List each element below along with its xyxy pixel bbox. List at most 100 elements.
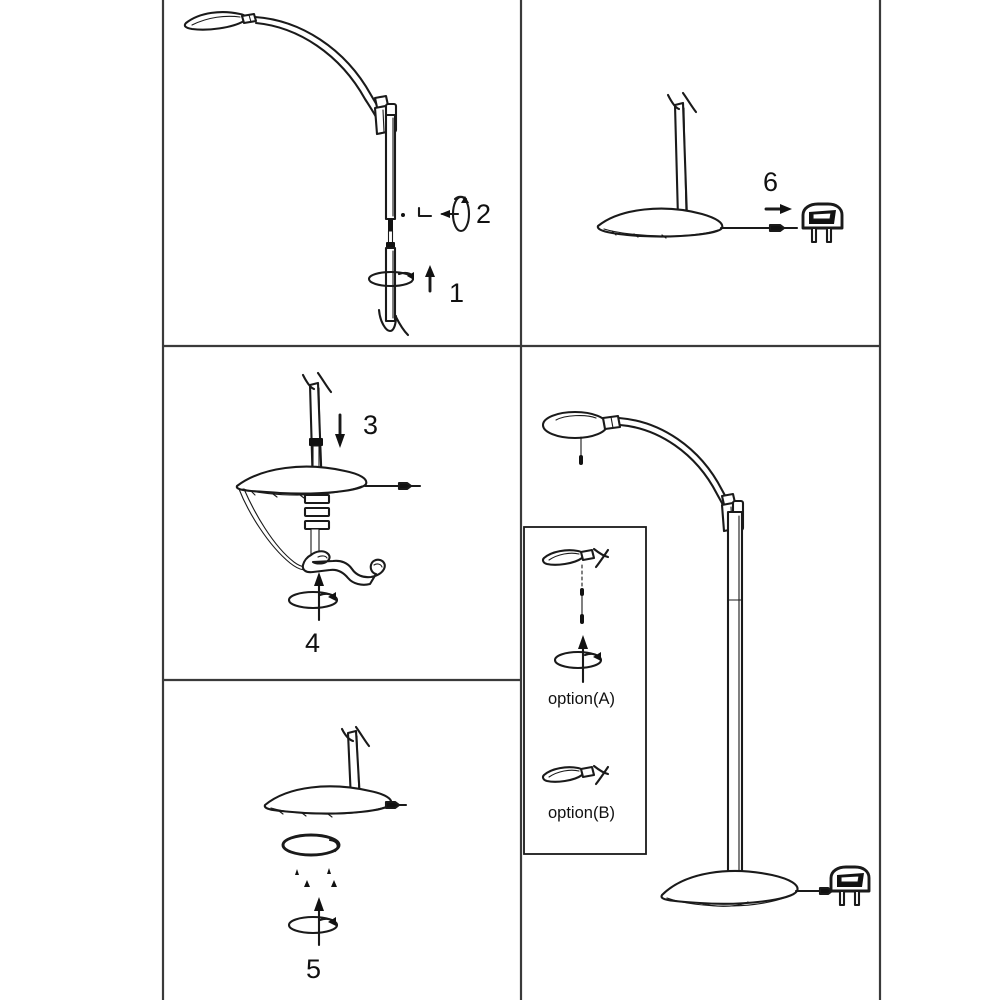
base-3 [235, 465, 368, 499]
step-2-number: 2 [476, 199, 491, 229]
plug-pin-right-6 [825, 226, 833, 244]
option-b-label: option(B) [548, 804, 615, 822]
down-arrow-icon-step3 [335, 413, 345, 448]
adhesive-dot-1 [295, 869, 299, 875]
pole-foot-hook-right [394, 315, 410, 337]
left-arrow-icon [440, 210, 460, 218]
felt-pad-ring-5 [281, 833, 341, 857]
option-a-arm-hook-lower [594, 548, 610, 569]
option-b-arm-hook-upper [592, 764, 610, 776]
pole-top-hook-right-5 [354, 725, 371, 748]
rotation-arrow-head-step1 [407, 272, 414, 280]
cord-connector-3 [397, 481, 413, 491]
assembled-vertical-pole [726, 510, 744, 886]
mains-plug-icon-6 [801, 202, 844, 244]
option-a-shade-highlight [548, 552, 580, 561]
pole-stub-highlight-5 [356, 735, 360, 798]
felt-pad-ellipse [281, 833, 341, 857]
option-b-arm-hook-lower [594, 765, 610, 786]
pull-switch-knob [579, 455, 583, 465]
pole-collar-3 [309, 438, 323, 446]
adhesive-dot-3 [304, 880, 310, 887]
collar-rib-assembled [610, 416, 614, 429]
wrench-jaw-detail-left [317, 555, 328, 559]
up-arrow-icon-step4 [314, 572, 324, 586]
nut-2 [303, 506, 331, 518]
assembled-lamp-head [541, 410, 622, 465]
step-2-callout: 2 [401, 195, 491, 233]
option-a-collar [579, 548, 596, 562]
joint-seam [382, 109, 385, 133]
option-a-label: option(A) [548, 690, 615, 708]
plug-face-inner-6 [812, 212, 832, 220]
rotation-arrow-head-step5 [328, 917, 336, 926]
options-inset-frame [523, 526, 647, 855]
pole-foot-hook-left [377, 308, 398, 333]
adhesive-dots-5 [295, 868, 337, 887]
wrench-icon [301, 550, 386, 586]
option-b-group: option(B) [541, 764, 615, 822]
pole-stub-highlight-6 [683, 107, 687, 216]
step-5-callout: 5 [287, 897, 339, 984]
step-3-number: 3 [363, 410, 378, 440]
lamp-base-3 [235, 465, 368, 495]
pole-top-hook-right-3 [316, 371, 333, 394]
option-a-group: option(A) [541, 547, 615, 708]
option-a-up-arrow-icon [578, 635, 588, 649]
up-arrow-icon-step1 [425, 265, 435, 293]
cord-connector-5 [384, 800, 401, 810]
cord-connector-assembled [818, 886, 834, 896]
base-underside-ticks-6 [611, 230, 667, 239]
rotation-arrow-icon-step2 [451, 195, 471, 233]
nut-stack-3 [303, 493, 331, 567]
step-4-callout: 4 [287, 572, 339, 658]
option-a-cord-stop-upper [580, 588, 584, 596]
option-a-arm-hook-upper [592, 547, 610, 559]
plug-pin-right-assembled [853, 889, 861, 907]
adhesive-dot-4 [331, 880, 337, 887]
lamp-shade-highlight-assembled [555, 415, 597, 421]
step-1-callout: 1 [367, 265, 464, 308]
plug-pin-left-assembled [838, 889, 846, 907]
step-1-number: 1 [449, 278, 464, 308]
option-a-rotation-arrow-head [593, 652, 601, 661]
lower-pole [377, 246, 410, 337]
option-a-cord-knob [580, 614, 584, 624]
step-3-callout: 3 [335, 410, 378, 448]
base-underside-shadow [699, 901, 749, 907]
right-arrow-icon-step6 [764, 204, 792, 214]
step-5-number: 5 [306, 954, 321, 984]
rotation-arrow-head [461, 196, 469, 203]
base-underside-ticks-3 [250, 490, 305, 499]
step-6-number: 6 [763, 167, 778, 197]
alignment-dot [401, 213, 405, 217]
assembled-base-5 [263, 725, 408, 818]
assembled-power-cord [794, 886, 834, 896]
head-collar [240, 12, 258, 25]
felt-pad-notch [328, 838, 339, 853]
thread-stub [388, 219, 393, 231]
lamp-shade-highlight [191, 15, 241, 26]
base-underside-ticks-5 [278, 810, 333, 818]
power-cord-6 [719, 223, 799, 233]
pole-top-hook-left-3 [301, 373, 316, 391]
option-b-collar [579, 765, 596, 779]
option-b-shade-highlight [548, 769, 580, 778]
step-4-number: 4 [305, 628, 320, 658]
pole-top-hook-left-5 [340, 727, 355, 743]
plug-face-inner-assembled [840, 875, 860, 883]
power-cord-3 [363, 481, 422, 491]
lamp-head-group [183, 11, 258, 31]
plug-pin-left-6 [810, 226, 818, 244]
mains-plug-icon-assembled [829, 865, 871, 907]
base-with-pole-stub-6 [596, 91, 724, 239]
rotation-ellipse-step5 [287, 915, 339, 935]
wrench-body [301, 550, 386, 586]
cord-connector-6 [768, 223, 786, 233]
wrench-jaw-detail-right [373, 563, 383, 568]
